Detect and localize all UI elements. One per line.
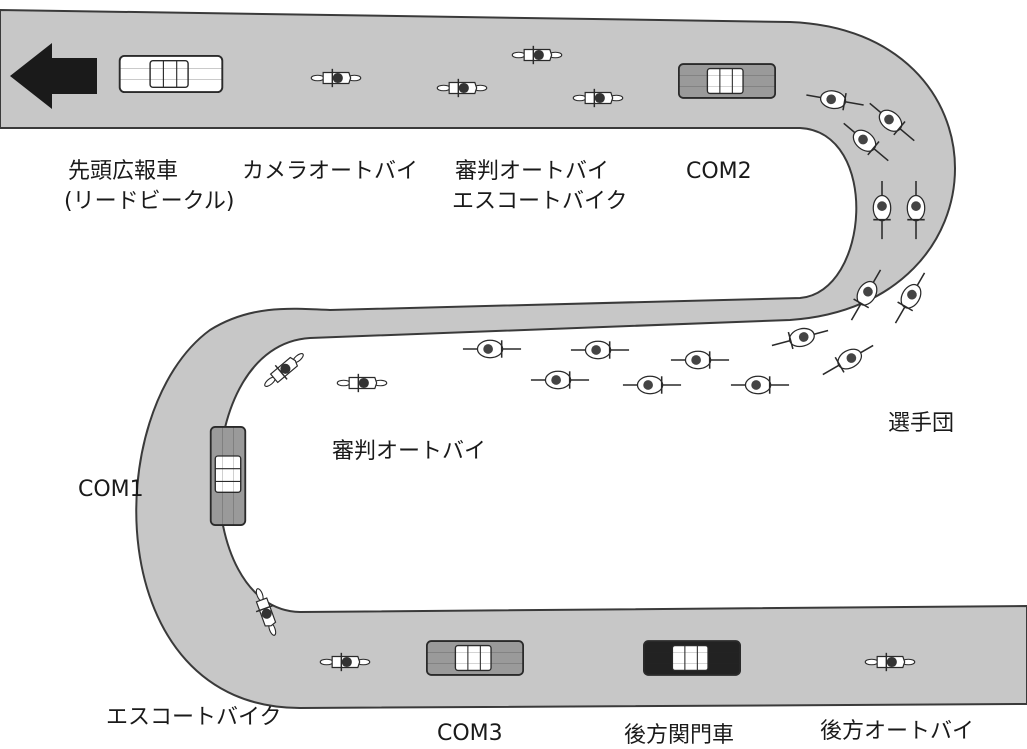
- bicycle-icon: [768, 321, 832, 355]
- rear-bike-label: 後方オートバイ: [820, 719, 974, 744]
- bicycle-icon: [570, 340, 630, 360]
- camera-bike-label: カメラオートバイ: [242, 159, 418, 184]
- lead-car-label-line1: 先頭広報車: [68, 159, 178, 184]
- com1-label: COM1: [78, 477, 144, 502]
- com3-label: COM3: [437, 721, 503, 746]
- rear-closing-car-icon: [643, 640, 741, 676]
- referee-bike-mid-label: 審判オートバイ: [332, 439, 486, 464]
- bicycle-icon: [622, 375, 682, 395]
- bicycle-icon: [670, 350, 730, 370]
- bicycle-icon: [530, 370, 590, 390]
- escort-bike-bottom-label: エスコートバイク: [106, 705, 282, 730]
- com2-label: COM2: [686, 159, 752, 184]
- lead-car-label-line2: (リードビークル): [64, 189, 235, 214]
- com1-car-icon: [209, 426, 247, 526]
- bicycle-icon: [462, 339, 522, 359]
- escort-bike-top-label: エスコートバイク: [452, 189, 628, 214]
- referee-bike-top-label: 審判オートバイ: [455, 159, 609, 184]
- bicycle-icon: [817, 337, 879, 383]
- bicycle-icon: [730, 375, 790, 395]
- lead-car-icon: [118, 55, 224, 93]
- rear-closing-car-label: 後方関門車: [624, 723, 734, 748]
- left-arrow-icon: [10, 43, 97, 109]
- com2-car-icon: [678, 63, 776, 99]
- road: [0, 8, 1027, 710]
- motorbikes: [248, 45, 916, 672]
- com3-car-icon: [426, 640, 524, 676]
- peloton-label: 選手団: [888, 411, 954, 436]
- motorbike-icon: [336, 373, 388, 393]
